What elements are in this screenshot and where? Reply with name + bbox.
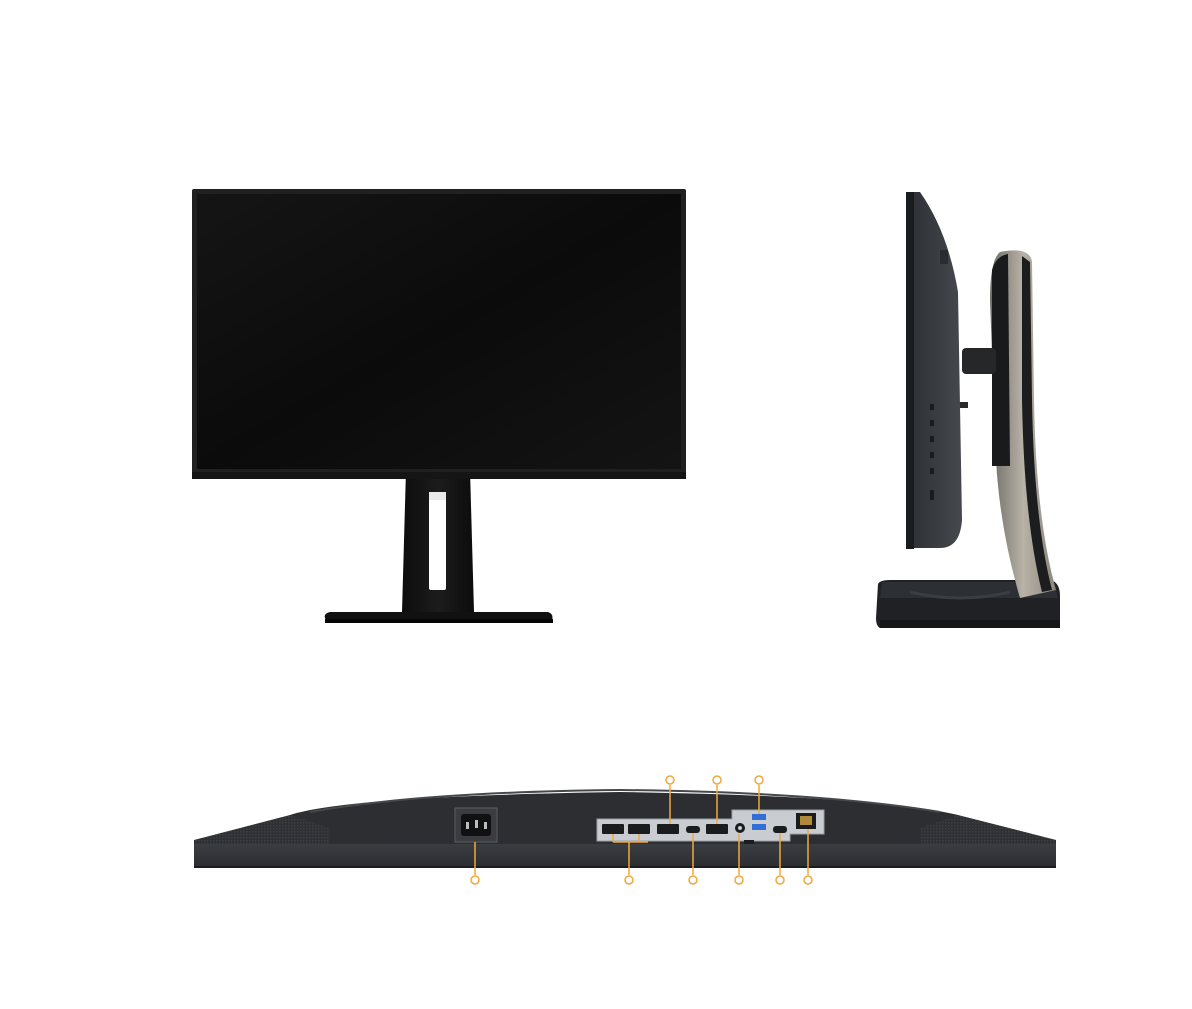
- callout-marker: [665, 775, 675, 785]
- top-callouts: [665, 775, 764, 824]
- bottom-port-view: [194, 775, 1056, 885]
- right-vent: [920, 815, 1056, 845]
- hdmi-port-1: [602, 824, 624, 834]
- bottom-body: [194, 844, 1056, 868]
- callout-marker: [775, 875, 785, 885]
- callout-marker: [803, 875, 813, 885]
- callout-marker: [624, 875, 634, 885]
- callout-marker: [712, 775, 722, 785]
- callout-marker: [734, 875, 744, 885]
- power-socket: [454, 807, 498, 843]
- callout-marker: [470, 875, 480, 885]
- side-buttons: [930, 404, 934, 500]
- displayport-2: [706, 824, 728, 834]
- usb-a-port-2: [752, 824, 766, 830]
- callout-marker: [688, 875, 698, 885]
- side-hinge: [962, 348, 996, 374]
- usb-c-port-1: [686, 826, 700, 833]
- front-screen: [197, 194, 681, 469]
- left-vent: [194, 815, 330, 845]
- displayport-1: [657, 824, 679, 834]
- usb-a-port-1: [752, 814, 766, 820]
- side-monitor-back: [910, 192, 962, 548]
- front-view: [192, 189, 686, 623]
- port-panel: [596, 809, 825, 844]
- hdmi-port-2: [628, 824, 650, 834]
- usb-c-port-2: [773, 826, 787, 833]
- callout-marker: [754, 775, 764, 785]
- stand-base: [324, 612, 553, 620]
- bottom-callouts: [470, 829, 813, 885]
- side-view: [876, 192, 1060, 628]
- stand-neck-slot: [429, 492, 446, 590]
